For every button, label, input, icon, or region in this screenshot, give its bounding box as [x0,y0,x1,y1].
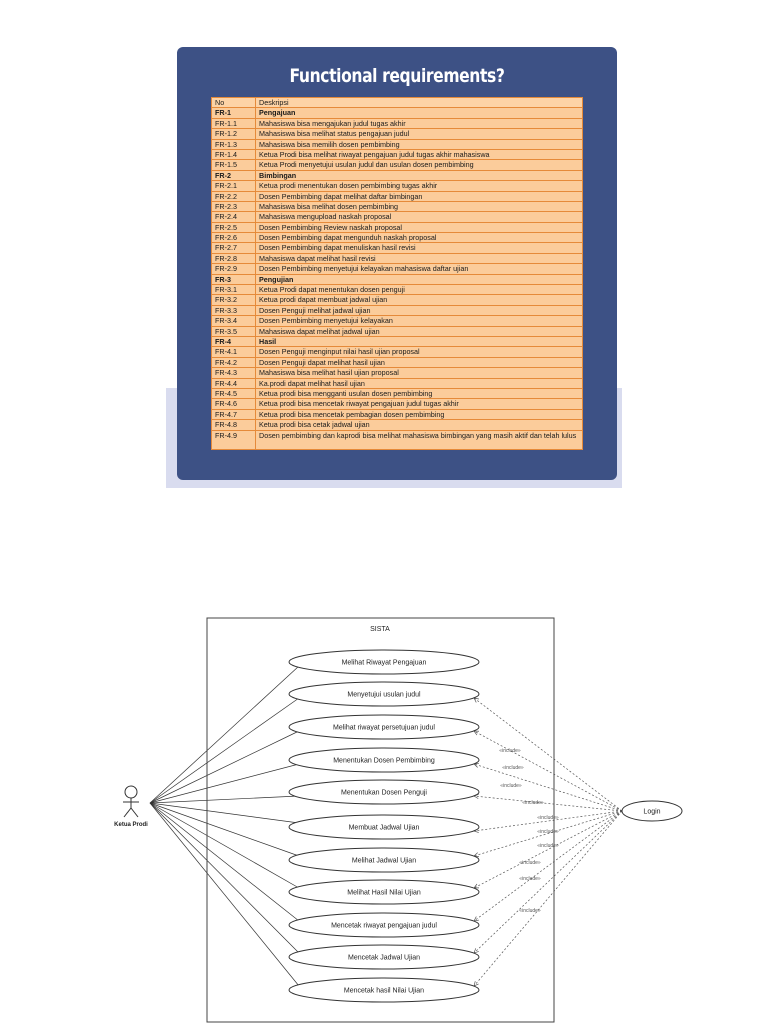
include-label: «include» [522,800,544,806]
include-label: «include» [500,783,522,789]
include-arrow [473,810,623,832]
use-case-label: Melihat Jadwal Ujian [352,858,416,865]
use-case-label: Menentukan Dosen Penguji [341,790,427,797]
association-line [149,665,300,804]
association-lines [149,665,300,987]
use-case-ellipse [288,944,480,970]
association-line [149,730,300,804]
use-case-ellipse [288,681,480,707]
use-case-label: Mencetak hasil Nilai Ujian [344,988,424,995]
actor-right-leg [130,807,139,818]
login-label: Login [643,809,660,816]
include-arrow [473,810,623,922]
use-case: Menyetujui usulan judul [288,681,480,707]
include-arrow [473,795,623,812]
use-case-label: Mencetak riwayat pengajuan judul [331,923,437,930]
use-case-ellipse [288,847,480,873]
use-case: Mencetak riwayat pengajuan judul [288,912,480,938]
system-boundary [206,617,555,1023]
include-arrows: «include» «include» «include» «include» «inc… [473,697,623,987]
include-label: «include» [537,829,559,835]
include-arrow [473,730,623,812]
actor-head-icon [124,785,138,799]
use-case-label: Menyetujui usulan judul [347,692,421,699]
use-case-ellipse [288,977,480,1003]
use-case: Mencetak Jadwal Ujian [288,944,480,970]
use-case: Menentukan Dosen Penguji [288,779,480,805]
association-line [149,802,300,987]
use-case: Membuat Jadwal Ujian [288,814,480,840]
use-case-ellipse [288,912,480,938]
association-line [149,802,300,954]
include-arrow [473,810,623,889]
actor-left-leg [123,807,132,818]
association-line [149,802,300,889]
include-label: «include» [499,748,521,754]
use-case-label: Menentukan Dosen Pembimbing [333,758,435,765]
use-case-ellipse [288,649,480,675]
use-case-label: Mencetak Jadwal Ujian [348,955,420,962]
use-case-label: Membuat Jadwal Ujian [349,825,420,832]
requirement-description: Ketua prodi bisa cetak jadwal ujian [255,419,583,431]
association-line [149,697,300,804]
use-case-ellipse [288,814,480,840]
actor-label: Ketua Prodi [114,822,148,828]
slide-title: Functional requirements? [289,65,505,87]
include-label: «include» [519,876,541,882]
include-arrowhead [473,883,480,889]
login-use-case: Login [621,800,683,822]
use-case: Melihat Riwayat Pengajuan [288,649,480,675]
include-arrowhead [473,730,480,736]
use-case-ellipse [288,779,480,805]
include-arrow [473,810,623,857]
use-case-label: Melihat Riwayat Pengajuan [342,660,427,667]
association-line [149,763,300,804]
use-case-ellipse [288,879,480,905]
requirement-description: Dosen pembimbing dan kaprodi bisa meliha… [255,429,583,450]
association-line [149,795,300,804]
use-case-label: Melihat riwayat persetujuan judul [333,725,435,732]
include-arrow [473,810,623,987]
requirement-id: FR-4.9 [211,429,256,450]
actor-ketua-prodi: Ketua Prodi [114,785,148,828]
include-label: «include» [519,908,541,914]
include-label: «include» [537,843,559,849]
login-ellipse [621,800,683,822]
include-label: «include» [502,765,524,771]
association-line [149,802,300,922]
include-label: «include» [537,815,559,821]
use-case-label: Melihat Hasil Nilai Ujian [347,890,421,897]
use-case: Mencetak hasil Nilai Ujian [288,977,480,1003]
use-case-ellipse [288,747,480,773]
use-case-ellipse [288,714,480,740]
functional-requirements-slide: Functional requirements? No Deskripsi FR… [177,47,617,480]
include-label: «include» [519,860,541,866]
include-arrow [473,697,623,812]
use-case: Menentukan Dosen Pembimbing [288,747,480,773]
association-line [149,802,300,824]
use-case: Melihat Jadwal Ujian [288,847,480,873]
system-name: SISTA [370,626,390,633]
use-case: Melihat Hasil Nilai Ujian [288,879,480,905]
association-line [149,802,300,857]
use-case: Melihat riwayat persetujuan judul [288,714,480,740]
include-arrow [473,763,623,812]
